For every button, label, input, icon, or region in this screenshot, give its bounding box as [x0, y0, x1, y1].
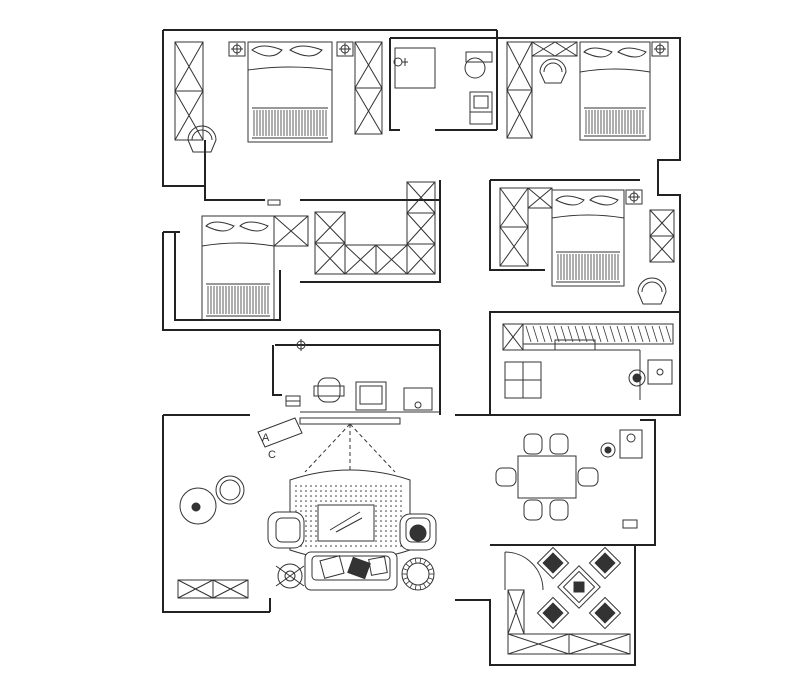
nightstand-icon	[651, 41, 669, 57]
dining-table-icon	[517, 455, 577, 499]
shower-icon	[393, 57, 408, 67]
bathroom	[393, 47, 493, 125]
double-bed-icon	[551, 189, 625, 287]
bedroom-2	[506, 41, 669, 141]
nightstand-icon	[228, 41, 246, 57]
armchair-icon	[267, 511, 305, 549]
tea-table-icon	[557, 565, 601, 609]
living-room: A C	[177, 417, 437, 599]
sink-icon	[469, 91, 493, 125]
nightstand-icon	[625, 189, 643, 205]
armchair-icon	[187, 125, 217, 153]
person-icon	[600, 442, 616, 458]
bedroom-1	[174, 41, 383, 153]
desk-chair-icon	[313, 377, 345, 403]
study-area	[285, 339, 440, 413]
nightstand-icon	[336, 41, 354, 57]
sofa-icon	[304, 551, 398, 591]
bed-hatch	[207, 286, 269, 314]
door-icon	[504, 551, 544, 591]
sink-icon	[403, 387, 433, 411]
dining-chair-icon	[495, 433, 599, 521]
bedroom-3	[201, 181, 436, 321]
round-table-icon	[401, 557, 435, 591]
coffee-table-icon	[317, 504, 375, 542]
kitchen	[502, 323, 674, 400]
counter-hatch	[525, 325, 672, 343]
section-marker: A C	[257, 417, 303, 461]
tea-chair-icon	[536, 546, 622, 630]
bed-hatch	[253, 110, 327, 136]
bed-hatch	[585, 110, 644, 134]
marker-a-label: A	[262, 432, 270, 444]
outer-walls	[162, 29, 681, 666]
marker-c-label: C	[268, 449, 276, 461]
dining-area	[495, 429, 643, 529]
double-bed-icon	[579, 41, 651, 141]
double-bed-icon	[247, 41, 333, 143]
sink-icon	[619, 429, 643, 459]
bedroom-4	[499, 187, 675, 305]
tea-room	[504, 546, 631, 655]
round-table-icon	[179, 487, 217, 525]
armchair-icon	[539, 58, 567, 84]
tv-cabinet-icon	[355, 381, 387, 411]
armchair-icon	[215, 475, 245, 505]
bed-hatch	[557, 254, 619, 280]
person-icon	[628, 369, 646, 387]
toilet-icon	[464, 51, 493, 79]
sink-icon	[647, 359, 673, 385]
single-bed-icon	[201, 215, 275, 321]
plant-icon	[275, 563, 305, 589]
armchair-icon	[399, 513, 437, 551]
ceiling-lamp-icon	[295, 339, 307, 351]
armchair-icon	[637, 277, 667, 305]
